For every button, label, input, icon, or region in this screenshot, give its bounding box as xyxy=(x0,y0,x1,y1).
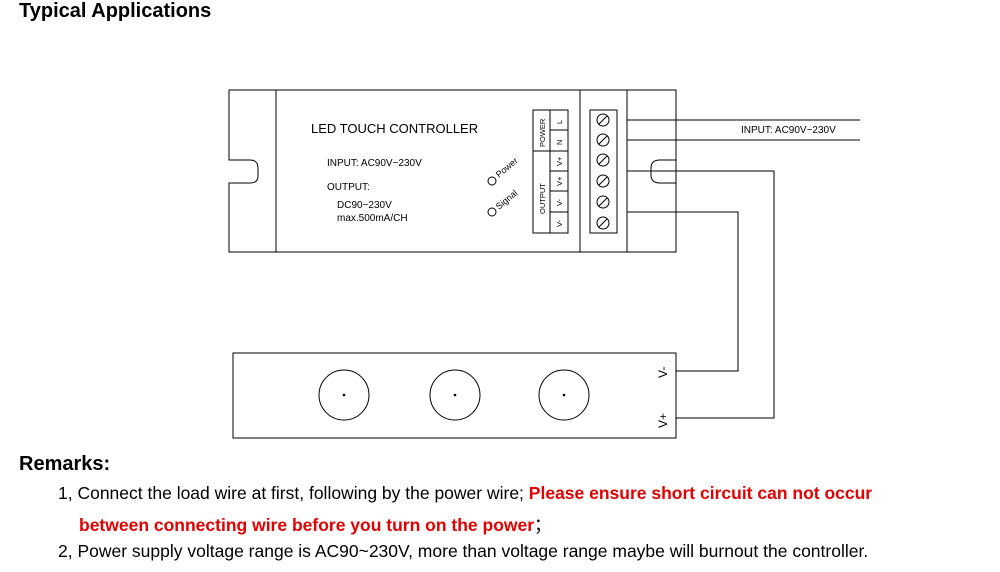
terminal-screw xyxy=(596,216,610,230)
remark-item-2: 2, Power supply voltage range is AC90~23… xyxy=(58,541,869,561)
power-group-label: POWER xyxy=(538,118,547,147)
vplus-wire xyxy=(627,170,775,419)
terminal-label: N xyxy=(555,140,564,145)
controller-input-label: INPUT: AC90V~230V xyxy=(327,158,422,169)
terminal-screw xyxy=(596,174,610,188)
controller-unit xyxy=(228,89,677,253)
vminus-wire xyxy=(627,211,739,372)
remark-1-suffix: ； xyxy=(534,515,552,535)
input-wire-label: INPUT: AC90V~230V xyxy=(741,125,836,136)
wires xyxy=(627,119,860,419)
controller-output-voltage: DC90~230V xyxy=(337,200,392,211)
terminal-label: L xyxy=(555,120,564,124)
terminal-label: V+ xyxy=(555,176,564,186)
remark-1-warning: Please ensure short circuit can not occu… xyxy=(528,483,873,503)
page-heading: Typical Applications xyxy=(19,0,212,22)
led-lamp-icon xyxy=(429,369,481,421)
terminal-screw xyxy=(596,133,610,147)
led-strip xyxy=(232,352,677,439)
remark-item-1: 1, Connect the load wire at first, follo… xyxy=(58,483,872,504)
power-led-icon xyxy=(487,176,497,186)
terminal-labels: L N V+ V+ V- V- xyxy=(555,120,564,227)
led-lamp-icon xyxy=(318,369,370,421)
terminal-screw xyxy=(596,113,610,127)
terminal-label: V+ xyxy=(555,156,564,166)
terminal-screws xyxy=(596,113,610,230)
remarks-title: Remarks: xyxy=(19,453,111,475)
strip-neg-label: V- xyxy=(656,367,670,378)
signal-led-label: Signal xyxy=(494,188,520,212)
strip-pos-label: V+ xyxy=(656,413,670,428)
signal-led-icon xyxy=(487,207,497,217)
wiring-diagram: LED TOUCH CONTROLLER INPUT: AC90V~230V O… xyxy=(228,89,860,439)
remark-item-1-continued: between connecting wire before you turn … xyxy=(79,512,552,537)
led-lamp-icon xyxy=(538,369,590,421)
remark-1-warning-cont: between connecting wire before you turn … xyxy=(79,515,535,535)
output-group-label: OUTPUT xyxy=(538,183,547,214)
strip-outline xyxy=(232,352,677,439)
power-led-label: Power xyxy=(494,155,520,179)
controller-output-label: OUTPUT: xyxy=(327,182,370,193)
controller-outline xyxy=(228,89,677,253)
terminal-screw xyxy=(596,195,610,209)
remark-1-text: 1, Connect the load wire at first, follo… xyxy=(58,483,529,503)
controller-output-current: max.500mA/CH xyxy=(337,213,408,224)
controller-title: LED TOUCH CONTROLLER xyxy=(311,121,478,136)
terminal-screw xyxy=(596,153,610,167)
terminal-label: V- xyxy=(555,219,564,227)
terminal-label: V- xyxy=(555,198,564,206)
